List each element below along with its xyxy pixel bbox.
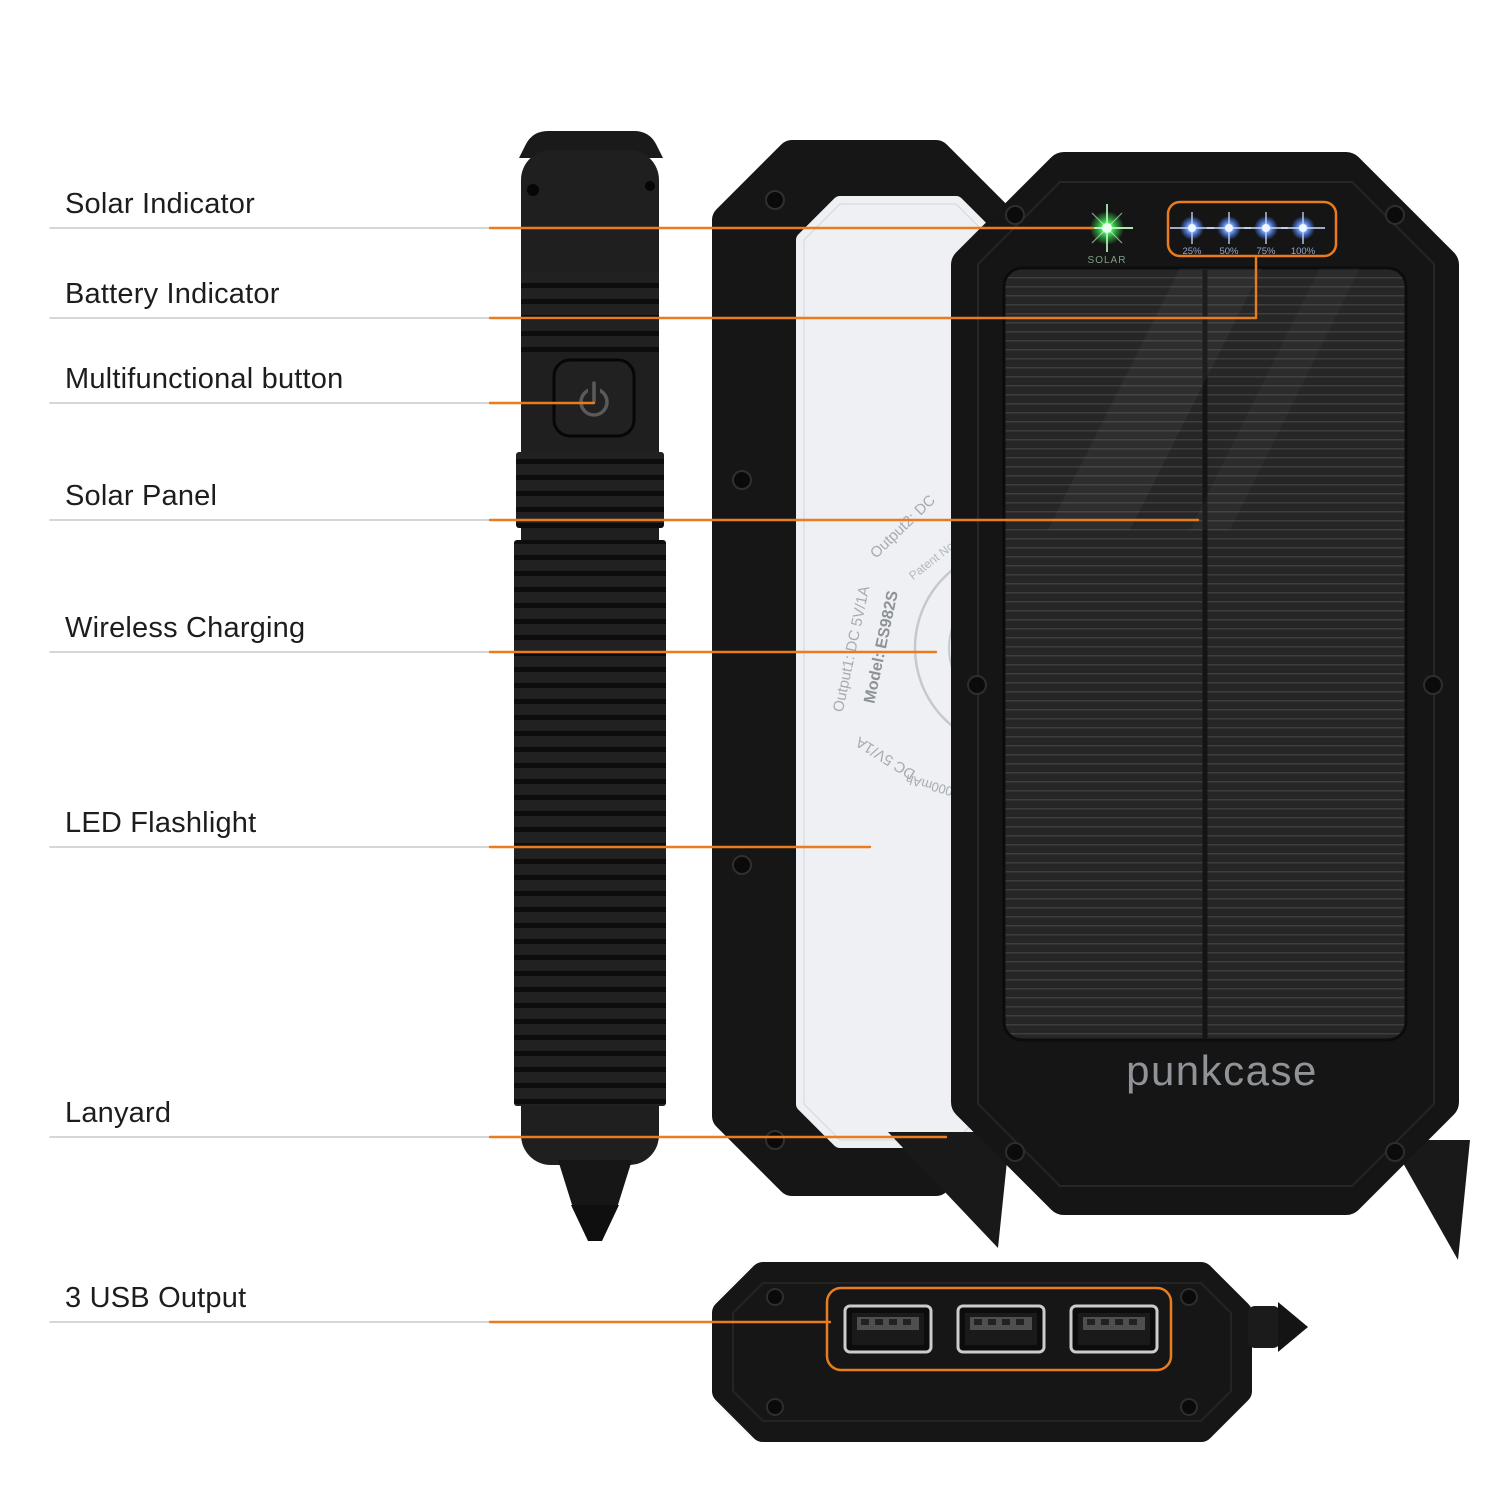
- front-frame-bevel: [977, 181, 1435, 1187]
- battery-led-50: [1207, 212, 1251, 244]
- side-hole-right: [645, 181, 655, 191]
- side-ribs-mid: [516, 452, 664, 528]
- front-frame-screws: [967, 205, 1443, 1162]
- bottom-body-bevel: [732, 1282, 1232, 1422]
- battery-level-label-75: 75%: [1256, 246, 1276, 257]
- battery-indicator-highlight: [1166, 200, 1338, 258]
- usb-port-1: [843, 1304, 933, 1354]
- back-frame-screws: [732, 190, 785, 1150]
- bottom-screws: [766, 1288, 1198, 1416]
- label-multifunctional-button: Multifunctional button: [65, 363, 344, 395]
- punkcase-logo: punkcase: [1126, 1047, 1318, 1094]
- label-wireless-charging: Wireless Charging: [65, 612, 306, 644]
- leader-lines: [49, 226, 1258, 1324]
- solar-indicator-led: SOLAR: [1081, 204, 1133, 266]
- bottom-lanyard-nub: [1248, 1306, 1280, 1348]
- label-led-flashlight: LED Flashlight: [65, 807, 257, 839]
- battery-led-100: [1281, 212, 1325, 244]
- usb-port-3: [1069, 1304, 1159, 1354]
- battery-level-label-50: 50%: [1219, 246, 1239, 257]
- label-battery-indicator: Battery Indicator: [65, 278, 280, 310]
- lanyard-tab-left: [888, 1132, 1010, 1248]
- side-bottom-taper: [558, 1160, 632, 1208]
- side-ribs-upper: [521, 272, 659, 352]
- bottom-lanyard-tip: [1278, 1302, 1308, 1352]
- solar-panel: [1002, 266, 1408, 1042]
- device-bottom-view: [712, 1262, 1308, 1442]
- battery-led-25: [1170, 212, 1214, 244]
- battery-led-75: [1244, 212, 1288, 244]
- power-button: [552, 358, 636, 438]
- label-usb-output: 3 USB Output: [65, 1282, 247, 1314]
- battery-indicator-leds: 25% 50% 75% 100%: [1170, 212, 1325, 257]
- usb-port-2: [956, 1304, 1046, 1354]
- leader-line-battery-indicator: [49, 256, 1258, 320]
- label-solar-indicator: Solar Indicator: [65, 188, 255, 220]
- device-front-view: SOLAR: [951, 152, 1459, 1215]
- usb-output-highlight: [825, 1286, 1173, 1372]
- lanyard-loop: [571, 1205, 619, 1241]
- lanyard-tab-right: [1390, 1140, 1470, 1260]
- side-hole-left: [527, 184, 539, 196]
- device-side-view: [514, 131, 666, 1241]
- battery-level-label-100: 100%: [1291, 246, 1316, 257]
- side-ribs-lower: [514, 540, 666, 1106]
- label-lanyard: Lanyard: [65, 1097, 172, 1129]
- solar-led-label: SOLAR: [1088, 255, 1127, 266]
- label-solar-panel: Solar Panel: [65, 480, 218, 512]
- battery-level-label-25: 25%: [1182, 246, 1202, 257]
